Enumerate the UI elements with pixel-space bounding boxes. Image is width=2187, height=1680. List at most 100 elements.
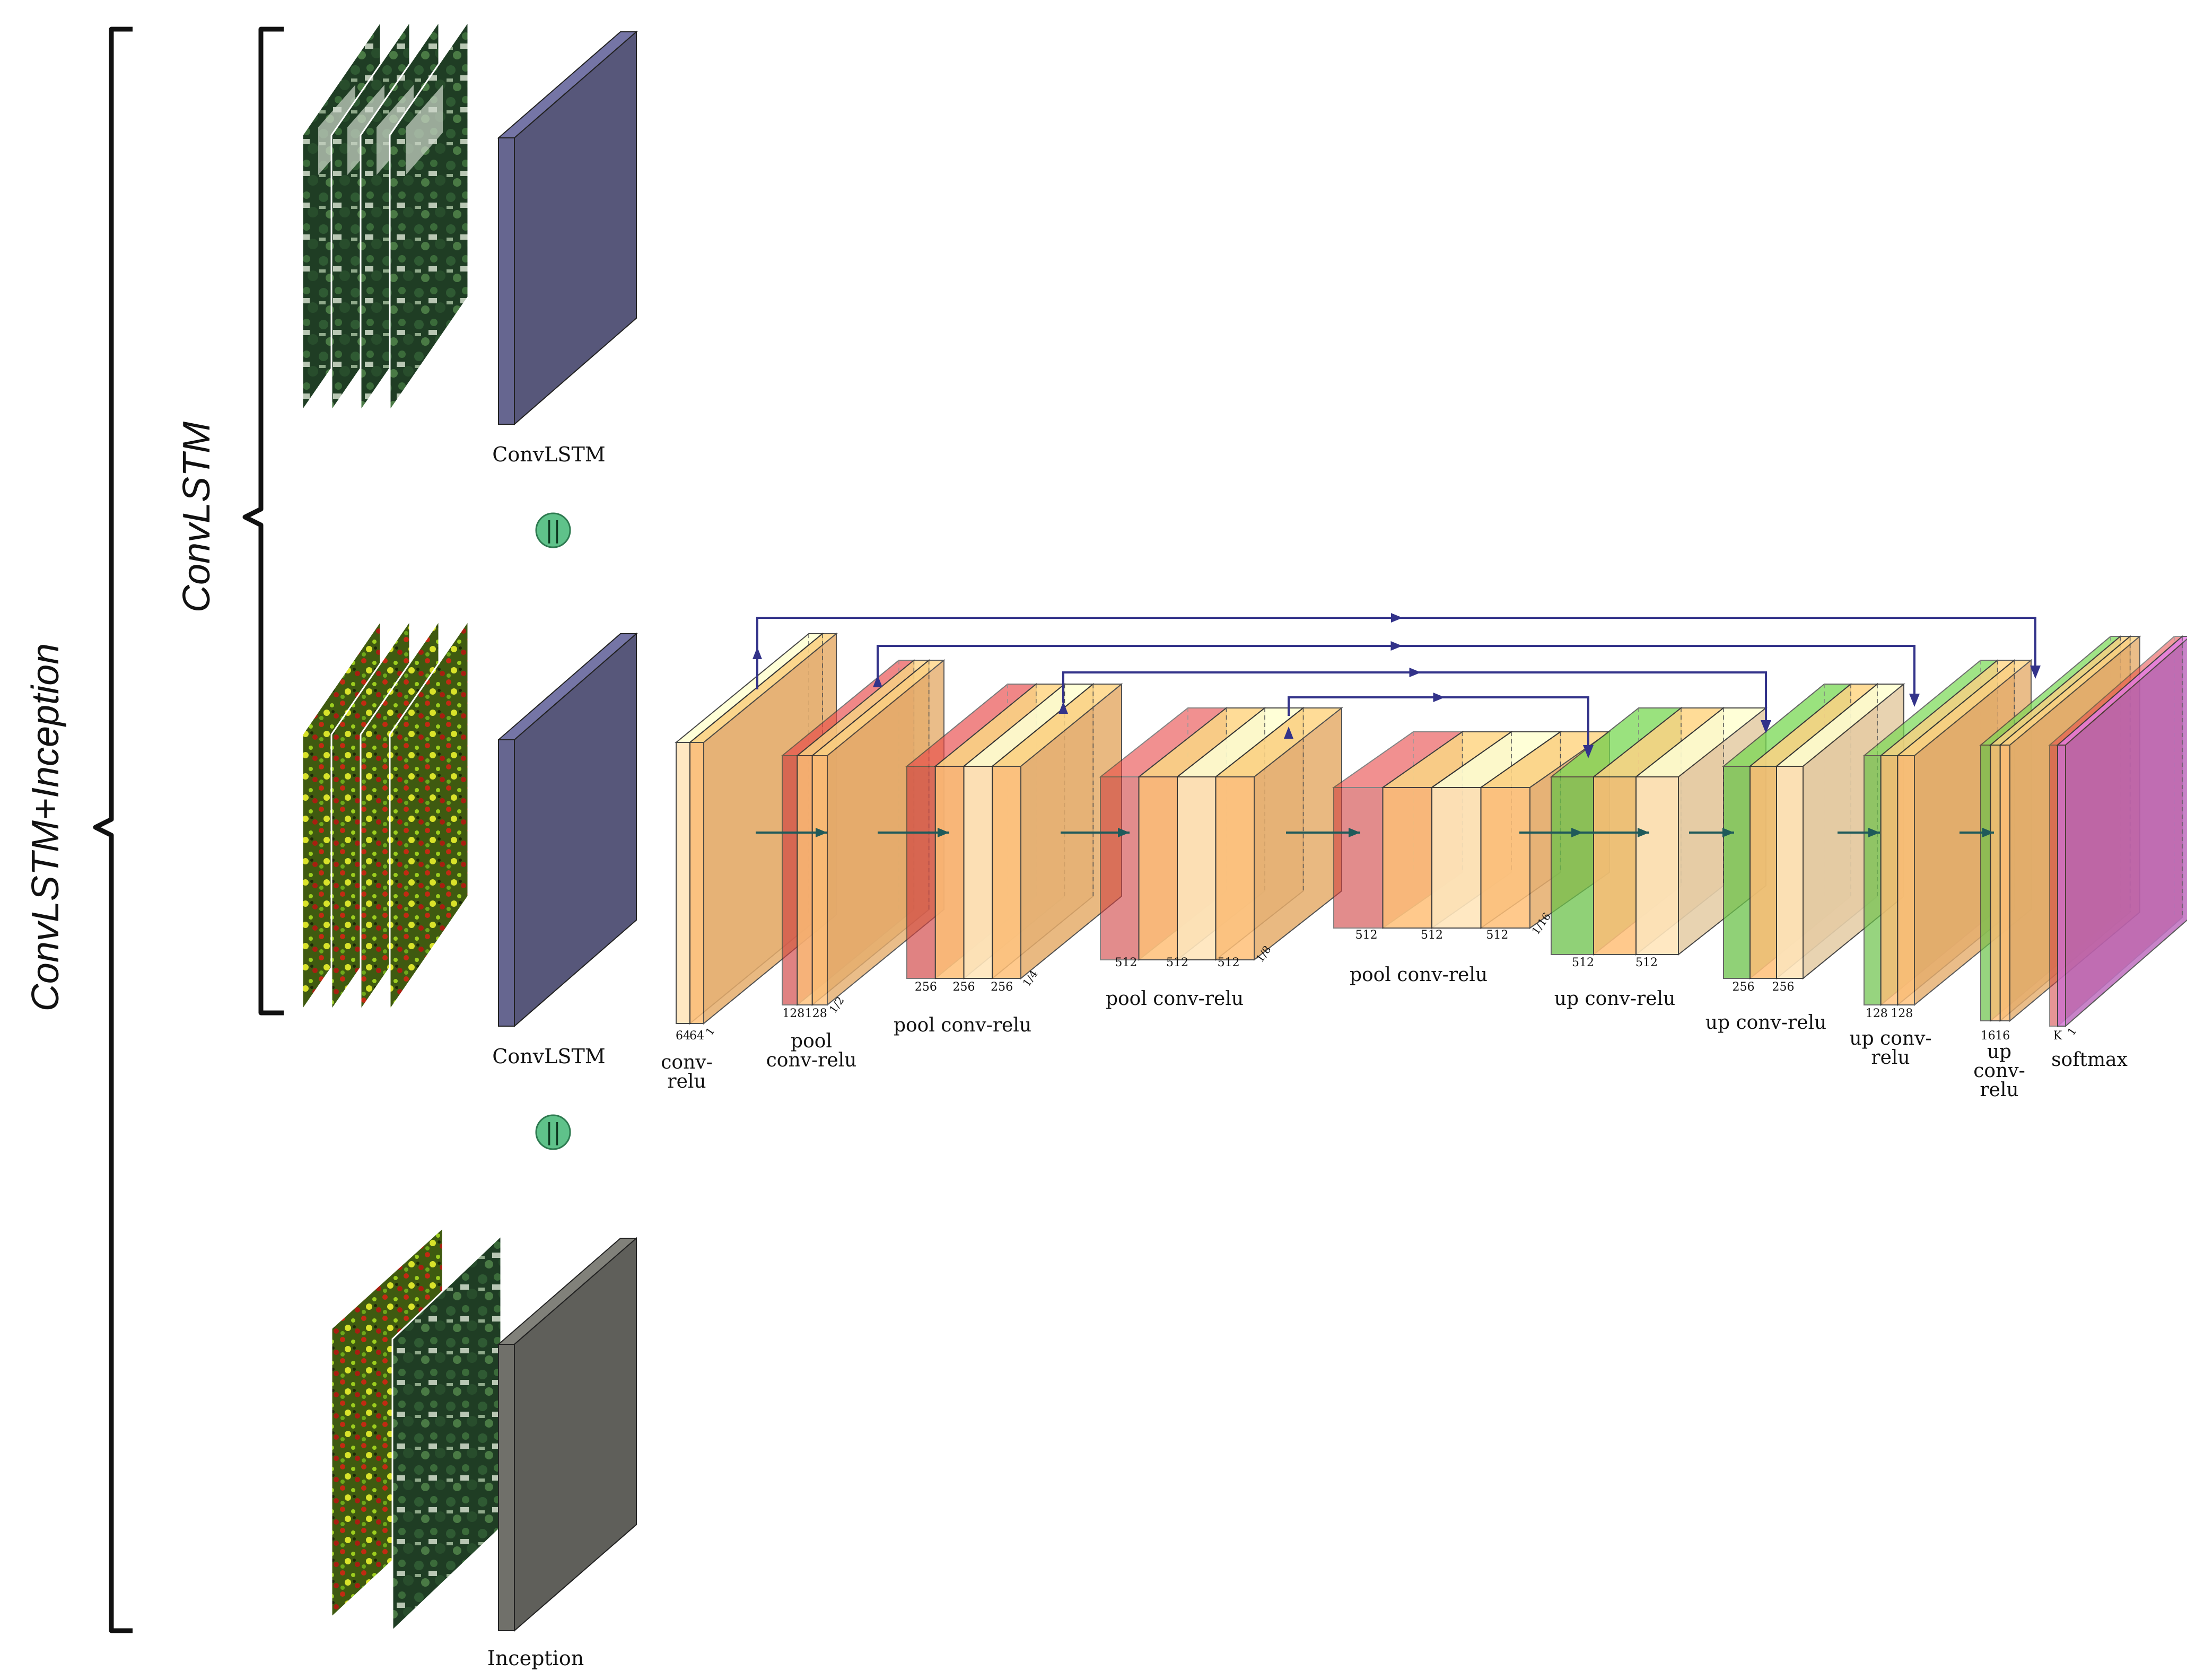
block-label-line: pool conv-relu [894, 1014, 1031, 1036]
inner-bracket-label: ConvLSTM [176, 422, 218, 612]
slab-front [811, 755, 828, 1005]
flow-arrowhead [1638, 828, 1649, 837]
channel-count: 512 [1572, 956, 1594, 969]
block-label-line: up conv-relu [1554, 988, 1675, 1010]
inception-block [497, 1237, 638, 1632]
block-label-4: pool conv-relu [1106, 988, 1244, 1010]
skip-down-arrowhead [1909, 694, 1920, 707]
field-patch [406, 85, 443, 175]
channel-count: 256 [953, 981, 975, 994]
flow-arrowhead [816, 828, 827, 837]
skip-connection [753, 613, 2041, 689]
slab-front [1990, 745, 2001, 1021]
skip-up-arrowhead [1284, 727, 1293, 739]
concat-circle [535, 512, 571, 548]
slab-front [1215, 776, 1255, 960]
skip-mid-arrowhead [1391, 613, 1403, 623]
skip-connection [873, 641, 1920, 707]
layer-slab [2056, 636, 2187, 1028]
slab-front [1776, 766, 1804, 979]
channel-count: 128 [805, 1007, 827, 1020]
concat-symbol-2: || [535, 1114, 571, 1150]
slab-front [1177, 776, 1217, 960]
block-side [514, 30, 637, 426]
convlstm-block-top [497, 30, 638, 426]
slab-front [1333, 787, 1384, 929]
inception-label: Inception [487, 1647, 584, 1670]
slab-front [797, 755, 813, 1005]
channel-count: 512 [1218, 956, 1240, 969]
channel-count: 64 [676, 1029, 690, 1043]
block-label-3: pool conv-relu [894, 1014, 1031, 1036]
outer-bracket [93, 27, 133, 1633]
skip-down-arrowhead [1761, 720, 1771, 733]
block-label-8: up conv-relu [1849, 1028, 1931, 1069]
flow-arrowhead [1349, 828, 1360, 837]
skip-mid-arrowhead [1409, 668, 1421, 677]
channel-count: 512 [1166, 956, 1188, 969]
unet-block-10 [2048, 635, 2187, 1028]
slab-front [1723, 766, 1751, 979]
slab-front [676, 742, 690, 1024]
channel-count: 128 [1866, 1007, 1888, 1020]
slab-front [992, 766, 1021, 979]
skip-connections [753, 613, 2041, 758]
slab-front [1880, 755, 1899, 1005]
rgb-sequence-stack [301, 19, 469, 414]
scale-caption: 1 [703, 1025, 717, 1038]
block-label-5: pool conv-relu [1350, 964, 1488, 986]
block-label-line: pool conv-relu [1350, 964, 1488, 986]
flow-arrows [756, 828, 1994, 837]
skip-down-arrowhead [1583, 745, 1594, 758]
channel-count: 128 [1891, 1007, 1913, 1020]
slab-front [1551, 776, 1594, 955]
concat-circle [535, 1114, 571, 1150]
slab-front [782, 755, 798, 1005]
skip-up-arrowhead [873, 675, 882, 687]
layer-slab [1214, 706, 1343, 961]
sequence-frame [389, 618, 469, 1013]
block-label-line: conv- [1973, 1060, 2025, 1082]
concat-glyph: || [545, 517, 561, 544]
slab-front [1635, 776, 1679, 955]
channel-count: K [2053, 1029, 2062, 1043]
unet-block-7 [1722, 682, 1905, 980]
flow-arrowhead [1982, 828, 1994, 837]
block-label-line: relu [667, 1071, 706, 1092]
flow-arrowhead [1571, 828, 1583, 837]
slab-front [963, 766, 993, 979]
flow-arrowhead [938, 828, 949, 837]
slab-front [1864, 755, 1882, 1005]
slab-front [934, 766, 965, 979]
flow-arrowhead [1722, 828, 1734, 837]
slab-front [1897, 755, 1915, 1005]
skip-connection [1058, 668, 1771, 733]
skip-up-arrowhead [753, 647, 762, 659]
inception-input-pair [330, 1226, 502, 1633]
block-label-line: up conv-relu [1705, 1012, 1826, 1034]
channel-count: 128 [782, 1007, 804, 1020]
sequence-frame [389, 19, 469, 414]
skip-up-arrowhead [1058, 702, 1068, 714]
slab-front [1100, 776, 1140, 960]
convlstm-mid-label: ConvLSTM [492, 1045, 605, 1068]
channel-count: 64 [689, 1029, 704, 1043]
slab-front [1593, 776, 1637, 955]
slab-front [906, 766, 936, 979]
channel-count: 256 [991, 981, 1013, 994]
skip-mid-arrowhead [1433, 693, 1445, 702]
block-label-line: up conv- [1849, 1028, 1931, 1049]
slab-front [2049, 745, 2058, 1027]
inner-bracket [242, 27, 284, 1016]
slab-front [2057, 745, 2066, 1027]
channel-count: 512 [1421, 929, 1443, 942]
index-sequence-stack [301, 618, 469, 1013]
channel-count: 16 [1981, 1029, 1996, 1043]
